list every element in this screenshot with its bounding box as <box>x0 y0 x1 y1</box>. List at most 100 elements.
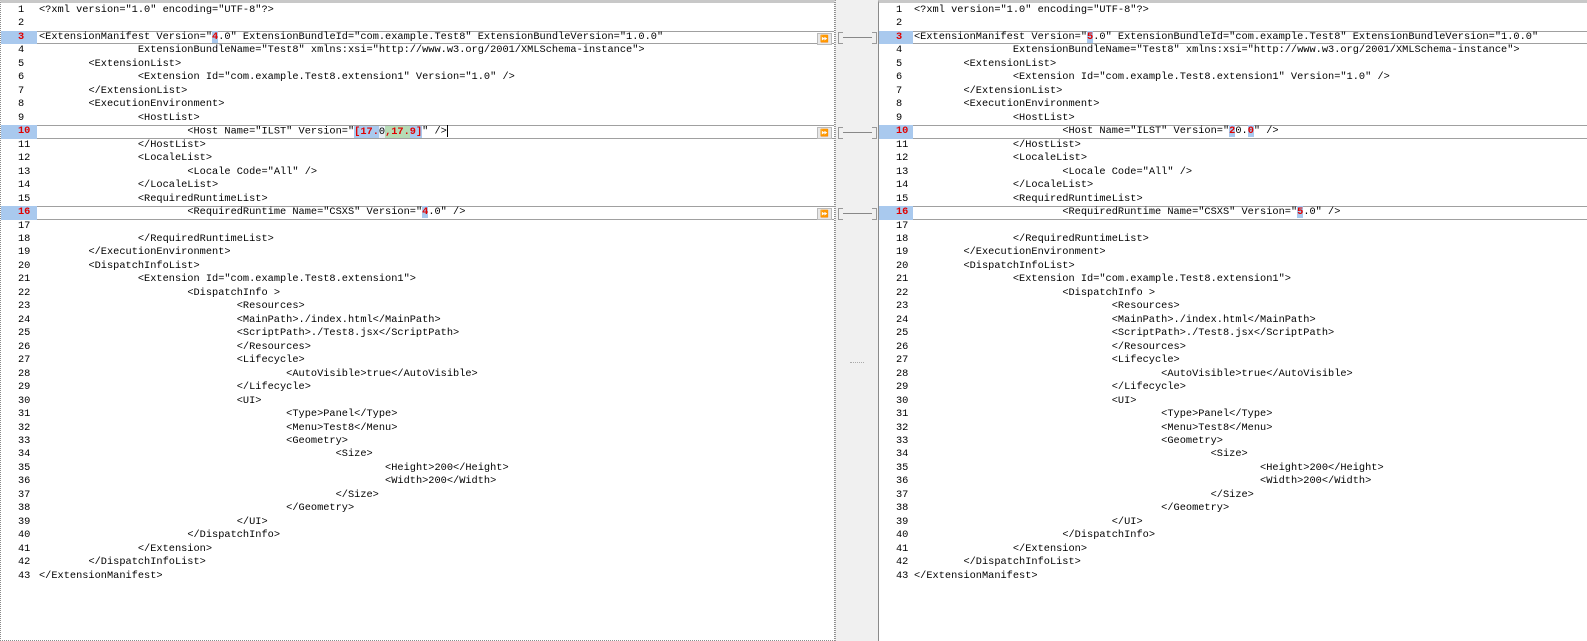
code-line[interactable]: 43</ExtensionManifest> <box>1 570 834 583</box>
code-line[interactable]: 18 </RequiredRuntimeList> <box>1 233 834 246</box>
diff-line[interactable]: 16 <RequiredRuntime Name="CSXS" Version=… <box>1 206 834 221</box>
code-line[interactable]: 35 <Height>200</Height> <box>879 462 1587 475</box>
code-line[interactable]: 40 </DispatchInfo> <box>879 529 1587 542</box>
code-line[interactable]: 33 <Geometry> <box>879 435 1587 448</box>
code-line[interactable]: 12 <LocaleList> <box>879 152 1587 165</box>
line-text: </Geometry> <box>914 502 1230 515</box>
diff-line[interactable]: 10 <Host Name="ILST" Version="[17.0,17.9… <box>1 125 834 140</box>
copy-to-right-button[interactable]: ⏩ <box>817 127 832 140</box>
text-segment: .0" /> <box>428 206 466 219</box>
code-line[interactable]: 4 ExtensionBundleName="Test8" xmlns:xsi=… <box>1 44 834 57</box>
code-line[interactable]: 7 </ExtensionList> <box>1 85 834 98</box>
code-line[interactable]: 30 <UI> <box>879 395 1587 408</box>
code-line[interactable]: 14 </LocaleList> <box>1 179 834 192</box>
copy-to-right-button[interactable]: ⏩ <box>817 32 832 45</box>
code-line[interactable]: 33 <Geometry> <box>1 435 834 448</box>
code-line[interactable]: 26 </Resources> <box>879 341 1587 354</box>
code-line[interactable]: 27 <Lifecycle> <box>1 354 834 367</box>
code-line[interactable]: 20 <DispatchInfoList> <box>1 260 834 273</box>
code-line[interactable]: 32 <Menu>Test8</Menu> <box>1 422 834 435</box>
diff-line[interactable]: 10 <Host Name="ILST" Version="20.0" /> <box>879 125 1587 139</box>
code-line[interactable]: 37 </Size> <box>1 489 834 502</box>
code-line[interactable]: 31 <Type>Panel</Type> <box>1 408 834 421</box>
code-line[interactable]: 9 <HostList> <box>1 112 834 125</box>
code-line[interactable]: 36 <Width>200</Width> <box>1 475 834 488</box>
code-line[interactable]: 38 </Geometry> <box>879 502 1587 515</box>
code-line[interactable]: 43</ExtensionManifest> <box>879 570 1587 583</box>
code-line[interactable]: 1<?xml version="1.0" encoding="UTF-8"?> <box>879 4 1587 17</box>
code-line[interactable]: 34 <Size> <box>879 448 1587 461</box>
code-line[interactable]: 11 </HostList> <box>879 139 1587 152</box>
code-line[interactable]: 15 <RequiredRuntimeList> <box>1 193 834 206</box>
code-line[interactable]: 21 <Extension Id="com.example.Test8.exte… <box>1 273 834 286</box>
code-line[interactable]: 13 <Locale Code="All" /> <box>1 166 834 179</box>
code-line[interactable]: 17 <box>1 220 834 233</box>
code-line[interactable]: 23 <Resources> <box>879 300 1587 313</box>
code-line[interactable]: 36 <Width>200</Width> <box>879 475 1587 488</box>
code-line[interactable]: 2 <box>1 17 834 30</box>
code-line[interactable]: 39 </UI> <box>879 516 1587 529</box>
code-line[interactable]: 12 <LocaleList> <box>1 152 834 165</box>
code-line[interactable]: 30 <UI> <box>1 395 834 408</box>
code-line[interactable]: 39 </UI> <box>1 516 834 529</box>
code-line[interactable]: 14 </LocaleList> <box>879 179 1587 192</box>
code-line[interactable]: 25 <ScriptPath>./Test8.jsx</ScriptPath> <box>879 327 1587 340</box>
code-line[interactable]: 11 </HostList> <box>1 139 834 152</box>
code-line[interactable]: 31 <Type>Panel</Type> <box>879 408 1587 421</box>
code-line[interactable]: 37 </Size> <box>879 489 1587 502</box>
code-line[interactable]: 35 <Height>200</Height> <box>1 462 834 475</box>
code-line[interactable]: 1<?xml version="1.0" encoding="UTF-8"?> <box>1 4 834 17</box>
code-line[interactable]: 41 </Extension> <box>879 543 1587 556</box>
line-number: 32 <box>896 421 909 434</box>
code-line[interactable]: 32 <Menu>Test8</Menu> <box>879 422 1587 435</box>
code-line[interactable]: 18 </RequiredRuntimeList> <box>879 233 1587 246</box>
code-line[interactable]: 24 <MainPath>./index.html</MainPath> <box>1 314 834 327</box>
code-line[interactable]: 5 <ExtensionList> <box>1 58 834 71</box>
code-line[interactable]: 22 <DispatchInfo > <box>1 287 834 300</box>
code-line[interactable]: 29 </Lifecycle> <box>1 381 834 394</box>
line-text: </DispatchInfo> <box>39 529 280 542</box>
code-line[interactable]: 38 </Geometry> <box>1 502 834 515</box>
line-text: <RequiredRuntime Name="CSXS" Version="5.… <box>914 206 1340 219</box>
code-line[interactable]: 2 <box>879 17 1587 30</box>
right-file-pane[interactable]: 1<?xml version="1.0" encoding="UTF-8"?>2… <box>878 0 1587 641</box>
code-line[interactable]: 29 </Lifecycle> <box>879 381 1587 394</box>
code-line[interactable]: 22 <DispatchInfo > <box>879 287 1587 300</box>
line-number: 11 <box>18 138 31 151</box>
code-line[interactable]: 42 </DispatchInfoList> <box>1 556 834 569</box>
diff-line[interactable]: 3<ExtensionManifest Version="5.0" Extens… <box>879 30 1587 45</box>
code-line[interactable]: 20 <DispatchInfoList> <box>879 260 1587 273</box>
code-line[interactable]: 19 </ExecutionEnvironment> <box>1 246 834 259</box>
code-line[interactable]: 8 <ExecutionEnvironment> <box>879 98 1587 111</box>
diff-line[interactable]: 3<ExtensionManifest Version="4.0" Extens… <box>1 30 834 45</box>
splitter-grip[interactable] <box>850 362 864 364</box>
code-line[interactable]: 28 <AutoVisible>true</AutoVisible> <box>879 368 1587 381</box>
code-line[interactable]: 25 <ScriptPath>./Test8.jsx</ScriptPath> <box>1 327 834 340</box>
code-line[interactable]: 4 ExtensionBundleName="Test8" xmlns:xsi=… <box>879 44 1587 57</box>
code-line[interactable]: 6 <Extension Id="com.example.Test8.exten… <box>1 71 834 84</box>
code-line[interactable]: 27 <Lifecycle> <box>879 354 1587 367</box>
diff-line[interactable]: 16 <RequiredRuntime Name="CSXS" Version=… <box>879 206 1587 220</box>
line-number: 37 <box>896 488 909 501</box>
code-line[interactable]: 23 <Resources> <box>1 300 834 313</box>
line-text: </ExecutionEnvironment> <box>39 246 231 259</box>
code-line[interactable]: 8 <ExecutionEnvironment> <box>1 98 834 111</box>
code-line[interactable]: 34 <Size> <box>1 448 834 461</box>
code-line[interactable]: 42 </DispatchInfoList> <box>879 556 1587 569</box>
code-line[interactable]: 19 </ExecutionEnvironment> <box>879 246 1587 259</box>
code-line[interactable]: 7 </ExtensionList> <box>879 85 1587 98</box>
code-line[interactable]: 40 </DispatchInfo> <box>1 529 834 542</box>
code-line[interactable]: 17 <box>879 220 1587 233</box>
copy-to-right-button[interactable]: ⏩ <box>817 208 832 221</box>
left-file-pane[interactable]: 1<?xml version="1.0" encoding="UTF-8"?>2… <box>0 0 835 641</box>
code-line[interactable]: 13 <Locale Code="All" /> <box>879 166 1587 179</box>
code-line[interactable]: 5 <ExtensionList> <box>879 58 1587 71</box>
code-line[interactable]: 9 <HostList> <box>879 112 1587 125</box>
code-line[interactable]: 21 <Extension Id="com.example.Test8.exte… <box>879 273 1587 286</box>
code-line[interactable]: 24 <MainPath>./index.html</MainPath> <box>879 314 1587 327</box>
code-line[interactable]: 15 <RequiredRuntimeList> <box>879 193 1587 206</box>
code-line[interactable]: 26 </Resources> <box>1 341 834 354</box>
code-line[interactable]: 41 </Extension> <box>1 543 834 556</box>
code-line[interactable]: 6 <Extension Id="com.example.Test8.exten… <box>879 71 1587 84</box>
code-line[interactable]: 28 <AutoVisible>true</AutoVisible> <box>1 368 834 381</box>
